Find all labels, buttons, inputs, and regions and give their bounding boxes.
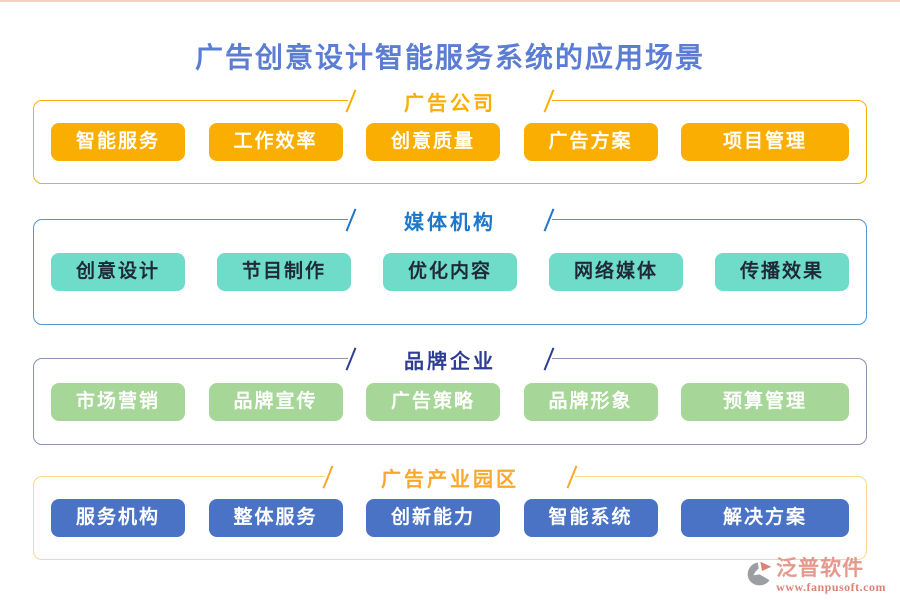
tag-button[interactable]: 项目管理	[681, 123, 849, 161]
tag-button[interactable]: 品牌宣传	[208, 382, 343, 421]
slash-mark-icon	[322, 465, 334, 489]
watermark-brand: 泛普软件	[776, 556, 865, 580]
tag-button[interactable]: 创意质量	[366, 123, 500, 161]
page-title: 广告创意设计智能服务系统的应用场景	[194, 43, 705, 74]
watermark-url: www.fanpusoft.com	[776, 580, 886, 594]
section-industrial-park: 广告产业园区 服务机构 整体服务 创新能力 智能系统 解决方案	[33, 463, 867, 560]
tag-button[interactable]: 预算管理	[681, 382, 849, 421]
tag-button[interactable]: 广告方案	[523, 123, 658, 161]
tag-button[interactable]: 工作效率	[208, 123, 343, 161]
tag-button[interactable]: 市场营销	[51, 382, 185, 421]
slash-mark-icon	[345, 89, 357, 113]
tag-button[interactable]: 广告策略	[366, 382, 500, 421]
watermark-text: 泛普软件 www.fanpusoft.com	[776, 557, 886, 595]
tag-button[interactable]: 创意设计	[51, 253, 185, 291]
fanpu-logo-icon	[747, 561, 772, 586]
tag-button[interactable]: 品牌形象	[523, 382, 658, 421]
tag-button[interactable]: 整体服务	[208, 499, 343, 537]
section-industrial-park-row: 服务机构 整体服务 创新能力 智能系统 解决方案	[51, 499, 849, 537]
tag-button[interactable]: 节目制作	[217, 253, 351, 291]
tag-button[interactable]: 优化内容	[383, 253, 517, 291]
tag-button[interactable]: 智能系统	[523, 499, 658, 537]
section-ad-company: 广告公司 智能服务 工作效率 创意质量 广告方案 项目管理	[33, 87, 867, 184]
section-title: 媒体机构	[404, 211, 496, 234]
section-brand-enterprise: 品牌企业 市场营销 品牌宣传 广告策略 品牌形象 预算管理	[33, 345, 867, 445]
tag-button[interactable]: 传播效果	[715, 253, 849, 291]
tag-button[interactable]: 创新能力	[366, 499, 500, 537]
top-divider	[0, 0, 900, 2]
slash-mark-icon	[543, 208, 555, 232]
section-media-org-row: 创意设计 节目制作 优化内容 网络媒体 传播效果	[51, 253, 849, 291]
section-ad-company-header: 广告公司	[345, 87, 555, 115]
section-ad-company-row: 智能服务 工作效率 创意质量 广告方案 项目管理	[51, 123, 849, 161]
slash-mark-icon	[345, 208, 357, 232]
slash-mark-icon	[543, 89, 555, 113]
section-media-org-header: 媒体机构	[345, 206, 555, 234]
slash-mark-icon	[345, 347, 357, 371]
section-title: 广告公司	[404, 92, 496, 115]
tag-button[interactable]: 网络媒体	[549, 253, 683, 291]
section-brand-enterprise-header: 品牌企业	[345, 345, 555, 373]
watermark: 泛普软件 www.fanpusoft.com	[746, 557, 886, 595]
tag-button[interactable]: 智能服务	[51, 123, 185, 161]
section-industrial-park-header: 广告产业园区	[322, 463, 578, 491]
section-media-org: 媒体机构 创意设计 节目制作 优化内容 网络媒体 传播效果	[33, 206, 867, 325]
slash-mark-icon	[566, 465, 578, 489]
slash-mark-icon	[543, 347, 555, 371]
section-brand-enterprise-row: 市场营销 品牌宣传 广告策略 品牌形象 预算管理	[51, 382, 849, 421]
section-title: 广告产业园区	[381, 468, 519, 491]
tag-button[interactable]: 解决方案	[681, 499, 849, 537]
section-title: 品牌企业	[404, 350, 496, 373]
tag-button[interactable]: 服务机构	[51, 499, 185, 537]
